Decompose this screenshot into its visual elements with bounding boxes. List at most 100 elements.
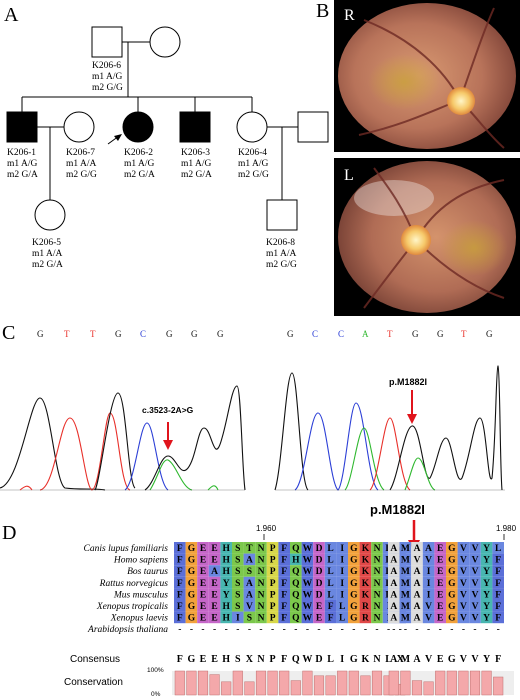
- alignment-residue: I: [340, 579, 344, 589]
- alignment-cell: [371, 565, 383, 577]
- alignment-residue: E: [211, 556, 217, 566]
- alignment-residue: G: [188, 590, 196, 600]
- alignment-residue: -: [415, 625, 418, 635]
- alignment-residue: F: [495, 614, 501, 624]
- alignment-residue: L: [495, 544, 501, 554]
- alignment-residue: L: [339, 614, 345, 624]
- alignment-residue: N: [374, 567, 381, 577]
- alignment-cell: [457, 542, 470, 554]
- conservation-bar: [348, 670, 359, 696]
- alignment-cell: [469, 611, 481, 624]
- alignment-cell: [220, 553, 232, 566]
- alignment-residue: E: [437, 602, 443, 612]
- label-k206-8-m2: m2 G/G: [266, 260, 297, 270]
- alignment-cell: [434, 542, 446, 554]
- left-traces: [0, 385, 246, 491]
- alignment-residue: G: [350, 544, 358, 554]
- label-k206-8-m1: m1 A/A: [266, 249, 296, 259]
- left-base-letter: C: [140, 329, 146, 339]
- alignment-residue: P: [270, 590, 276, 600]
- label-k206-2-m2: m2 G/A: [124, 170, 155, 180]
- alignment-cell: [336, 588, 348, 600]
- conservation-bar: [290, 680, 301, 696]
- alignment-residue: -: [462, 625, 465, 635]
- alignment-residue: G: [448, 590, 456, 600]
- pedigree-individual-k206-8: [266, 199, 298, 231]
- conservation-bar: [400, 670, 411, 696]
- alignment-cell: [422, 600, 435, 612]
- consensus-residue: F: [177, 654, 183, 665]
- alignment-cell: [290, 565, 302, 577]
- alignment-cell: [388, 565, 400, 577]
- alignment-residue: Y: [483, 590, 490, 600]
- alignment-residue: E: [211, 602, 217, 612]
- alignment-residue: Y: [483, 579, 490, 589]
- alignment-residue: W: [303, 590, 313, 600]
- alignment-cell: [399, 600, 412, 612]
- alignment-residue: G: [350, 556, 358, 566]
- alignment-cell: [208, 611, 221, 624]
- panel-label-a: A: [4, 4, 19, 26]
- conservation-bar: [411, 680, 423, 696]
- alignment-residue: A: [246, 590, 253, 600]
- consensus-residue: V: [425, 654, 433, 665]
- alignment-cell: [480, 576, 493, 589]
- alignment-residue: H: [292, 556, 300, 566]
- alignment-cell: [278, 542, 290, 554]
- conservation-alignment: p.M1882I 1.960 1.980 Canis lupus familia…: [64, 502, 517, 698]
- alignment-residue: F: [281, 590, 287, 600]
- alignment-cell: [208, 553, 221, 566]
- alignment-cell: [371, 553, 383, 566]
- conservation-bar: [232, 670, 243, 696]
- alignment-cell: [208, 588, 221, 600]
- consensus-residue: N: [373, 654, 381, 665]
- label-k206-6-id: K206-6: [92, 61, 121, 71]
- label-k206-3-m1: m1 A/G: [181, 159, 211, 169]
- alignment-residue: G: [350, 614, 358, 624]
- alignment-residue: R: [362, 614, 369, 624]
- alignment-cell: [388, 588, 400, 600]
- alignment-residue: F: [328, 602, 334, 612]
- alignment-cell: [469, 576, 481, 589]
- alignment-residue: E: [200, 590, 206, 600]
- alignment-residue: -: [439, 625, 442, 635]
- conservation-bar: [481, 670, 492, 696]
- alignment-cell: [174, 553, 186, 566]
- conservation-bar: [174, 670, 185, 696]
- alignment-cell: [185, 611, 198, 624]
- alignment-cell: [266, 576, 279, 589]
- conservation-bar: [313, 675, 325, 696]
- alignment-residue: V: [460, 579, 467, 589]
- conservation-bar: [435, 670, 446, 696]
- alignment-residue: L: [327, 579, 333, 589]
- alignment-cell: [255, 611, 267, 624]
- alignment-residue: G: [188, 579, 196, 589]
- label-k206-6-m1: m1 A/G: [92, 72, 122, 82]
- alignment-residue: L: [327, 556, 333, 566]
- alignment-cell: [313, 542, 325, 554]
- alignment-cell: [243, 542, 256, 554]
- alignment-cell: [185, 588, 198, 600]
- alignment-residue: E: [437, 579, 443, 589]
- alignment-cell: [492, 588, 504, 600]
- alignment-residue: A: [425, 544, 432, 554]
- alignment-residue: N: [258, 579, 265, 589]
- alignment-residue: N: [258, 614, 265, 624]
- alignment-residue: A: [390, 579, 397, 589]
- alignment-cell: [457, 553, 470, 566]
- alignment-residue: H: [223, 614, 231, 624]
- alignment-residue: P: [270, 544, 276, 554]
- conservation-bar: [302, 670, 313, 696]
- alignment-cell: [348, 588, 360, 600]
- alignment-residue: P: [270, 579, 276, 589]
- alignment-cell: [411, 553, 423, 566]
- label-k206-7-m2: m2 G/G: [66, 170, 97, 180]
- consensus-residue: A: [390, 654, 398, 665]
- alignment-cell: [290, 588, 302, 600]
- conservation-bar: [446, 670, 457, 696]
- alignment-cell: [243, 611, 256, 624]
- alignment-residue: H: [223, 556, 231, 566]
- alignment-cell: [411, 600, 423, 612]
- alignment-residue: -: [352, 625, 355, 635]
- alignment-cell: [457, 565, 470, 577]
